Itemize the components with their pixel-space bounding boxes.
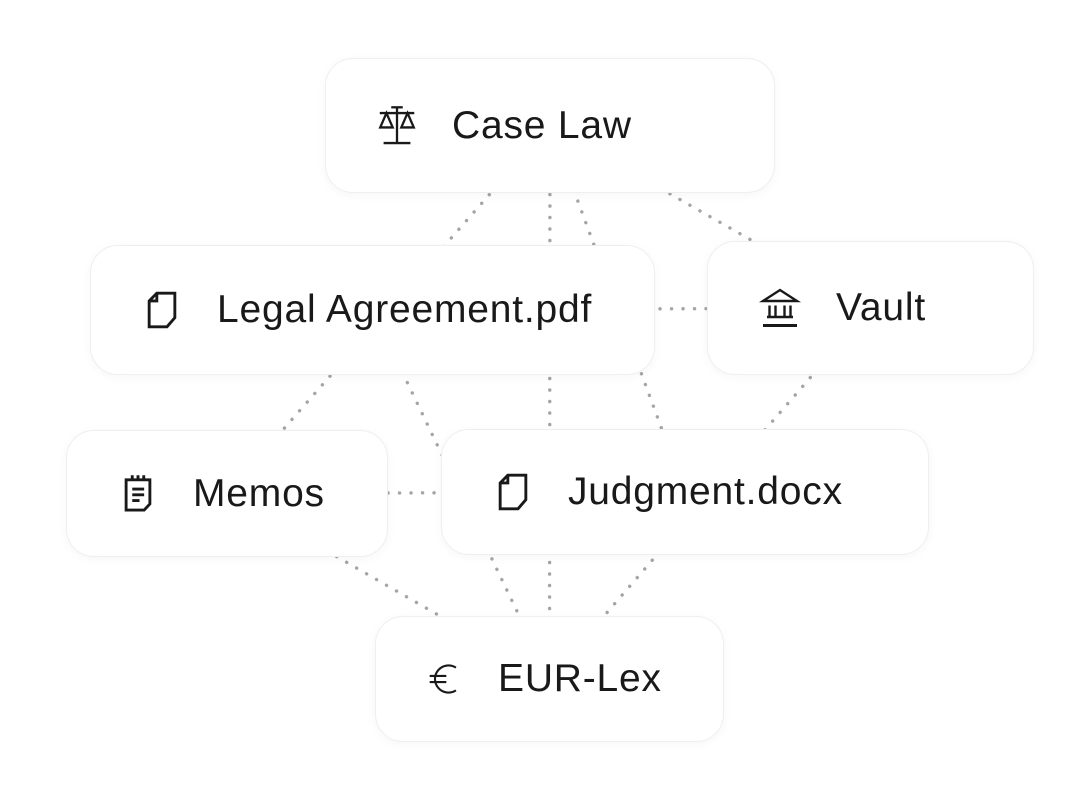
node-memos[interactable]: Memos xyxy=(66,430,388,557)
scales-icon xyxy=(374,103,420,149)
node-label: Memos xyxy=(193,471,325,515)
node-label: EUR-Lex xyxy=(498,657,662,700)
node-label: Case Law xyxy=(452,103,632,147)
file-icon xyxy=(490,469,536,515)
node-eur-lex[interactable]: EUR-Lex xyxy=(375,616,724,742)
node-vault[interactable]: Vault xyxy=(707,241,1034,375)
edge-case-law--eur-lex xyxy=(547,123,552,681)
node-label: Legal Agreement.pdf xyxy=(217,288,593,331)
file-icon xyxy=(139,287,185,333)
node-legal-agreement[interactable]: Legal Agreement.pdf xyxy=(90,245,655,375)
euro-icon xyxy=(424,658,466,700)
bank-icon xyxy=(756,284,804,332)
node-case-law[interactable]: Case Law xyxy=(325,58,775,193)
node-label: Vault xyxy=(836,286,926,329)
node-label: Judgment.docx xyxy=(568,470,843,513)
edge-case-law--vault xyxy=(548,123,873,310)
notepad-icon xyxy=(115,471,161,517)
node-judgment[interactable]: Judgment.docx xyxy=(441,429,929,555)
